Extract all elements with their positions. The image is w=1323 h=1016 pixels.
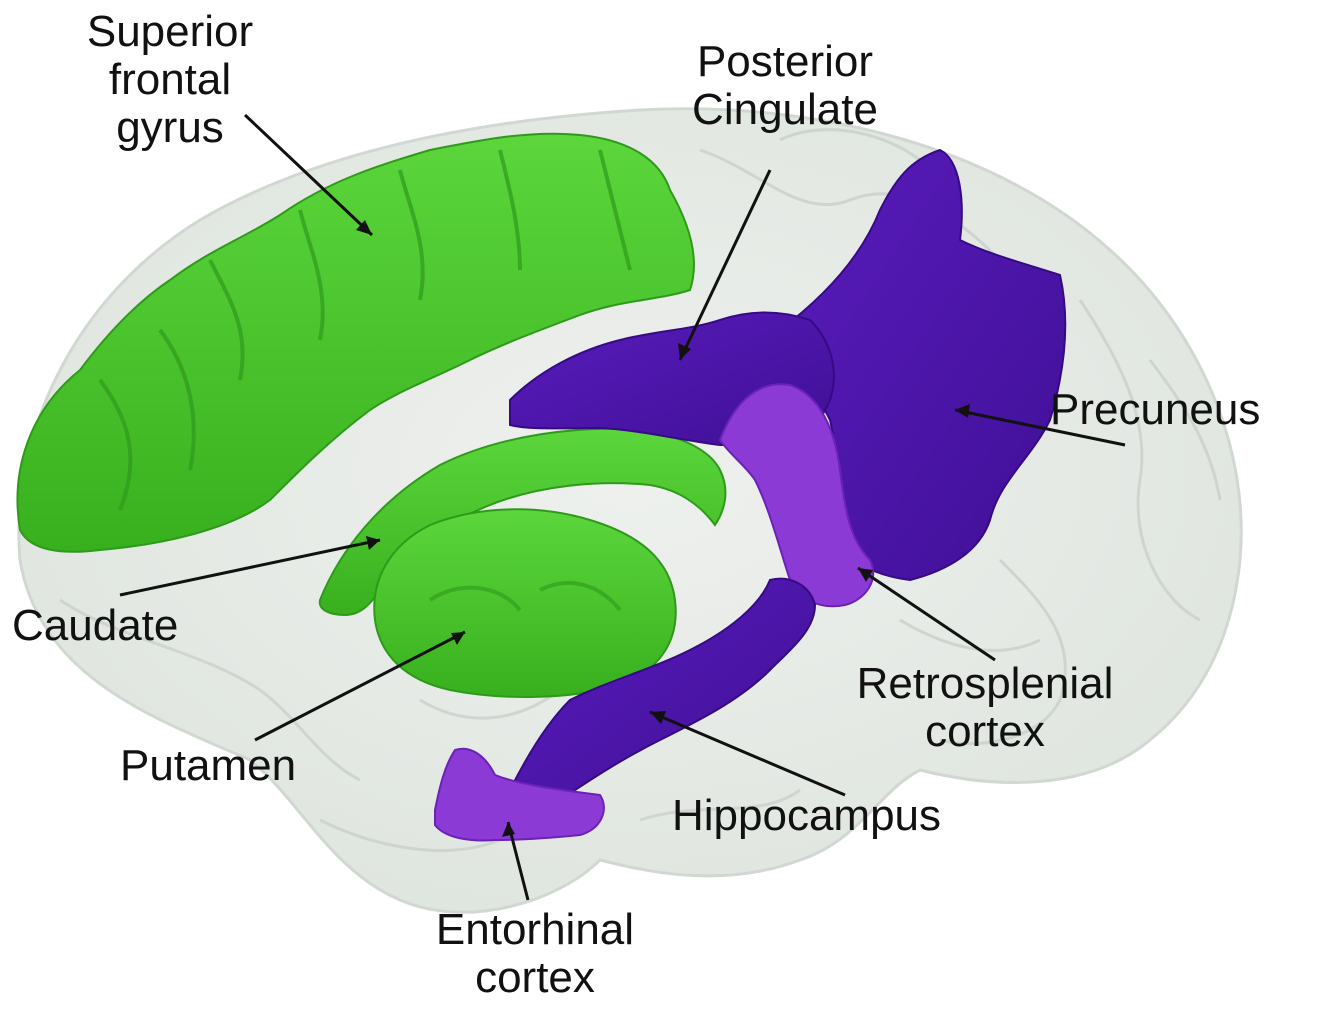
label-superior-frontal-gyrus: Superior frontal gyrus	[50, 8, 290, 152]
label-retrosplenial-cortex: Retrosplenial cortex	[825, 660, 1145, 756]
label-posterior-cingulate: Posterior Cingulate	[660, 38, 910, 134]
label-entorhinal-cortex: Entorhinal cortex	[405, 906, 665, 1002]
label-caudate: Caudate	[12, 602, 178, 650]
label-hippocampus: Hippocampus	[672, 792, 941, 840]
putamen-region	[374, 509, 676, 697]
label-putamen: Putamen	[120, 742, 296, 790]
label-precuneus: Precuneus	[1050, 386, 1260, 434]
